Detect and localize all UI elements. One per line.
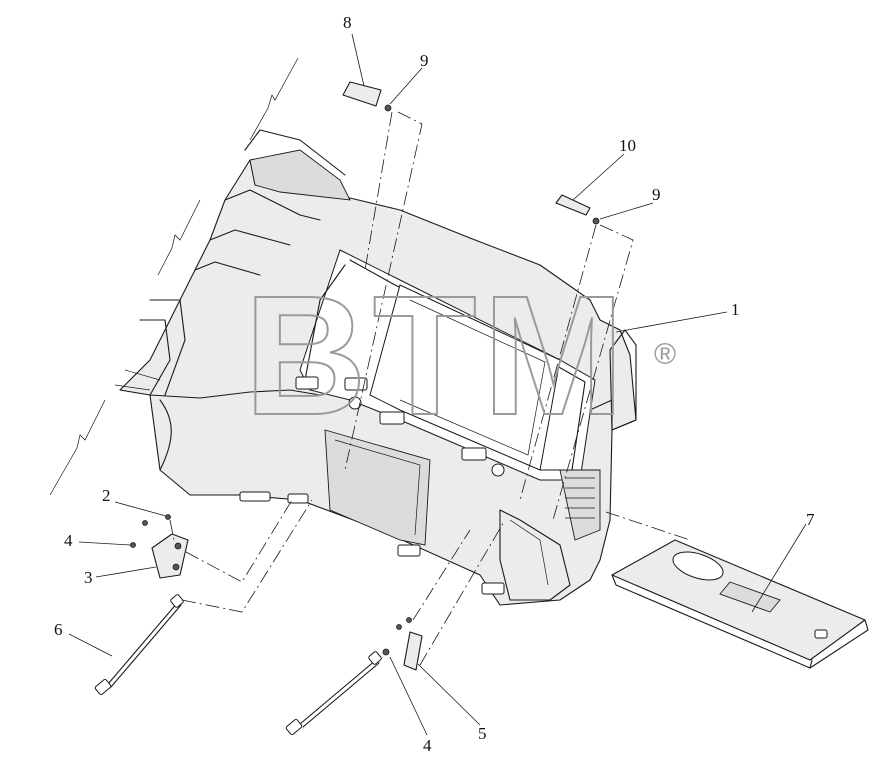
watermark-text: BTM	[244, 261, 630, 451]
callout-4: 4	[423, 736, 432, 755]
part-10-cover	[555, 194, 600, 225]
watermark-registered-mark: ®	[654, 338, 676, 371]
callout-10: 10	[619, 136, 636, 155]
part-6-cable-left	[94, 594, 184, 696]
watermark: BTM ®	[243, 260, 676, 452]
callout-9: 9	[420, 51, 429, 70]
callout-1: 1	[731, 300, 740, 319]
callout-6: 6	[54, 620, 63, 639]
callout-8: 8	[343, 13, 352, 32]
part-5-bracket	[382, 617, 423, 671]
part-6-cable-bottom	[285, 651, 382, 736]
assembly-lines	[169, 111, 691, 666]
callout-5: 5	[478, 724, 487, 743]
callout-labels: 8 9 10 9 1 2 4 3 6 7 4 5	[54, 13, 815, 755]
part-3-bracket	[130, 514, 189, 579]
part-8-cover	[342, 81, 392, 112]
break-lines	[49, 57, 299, 496]
main-trim-panel	[114, 129, 637, 606]
callout-2: 2	[102, 486, 111, 505]
callout-7: 7	[806, 510, 815, 529]
callout-9: 9	[652, 185, 661, 204]
leader-lines	[68, 33, 807, 736]
callout-3: 3	[84, 568, 93, 587]
callout-4: 4	[64, 531, 73, 550]
part-7-tray	[611, 539, 869, 669]
